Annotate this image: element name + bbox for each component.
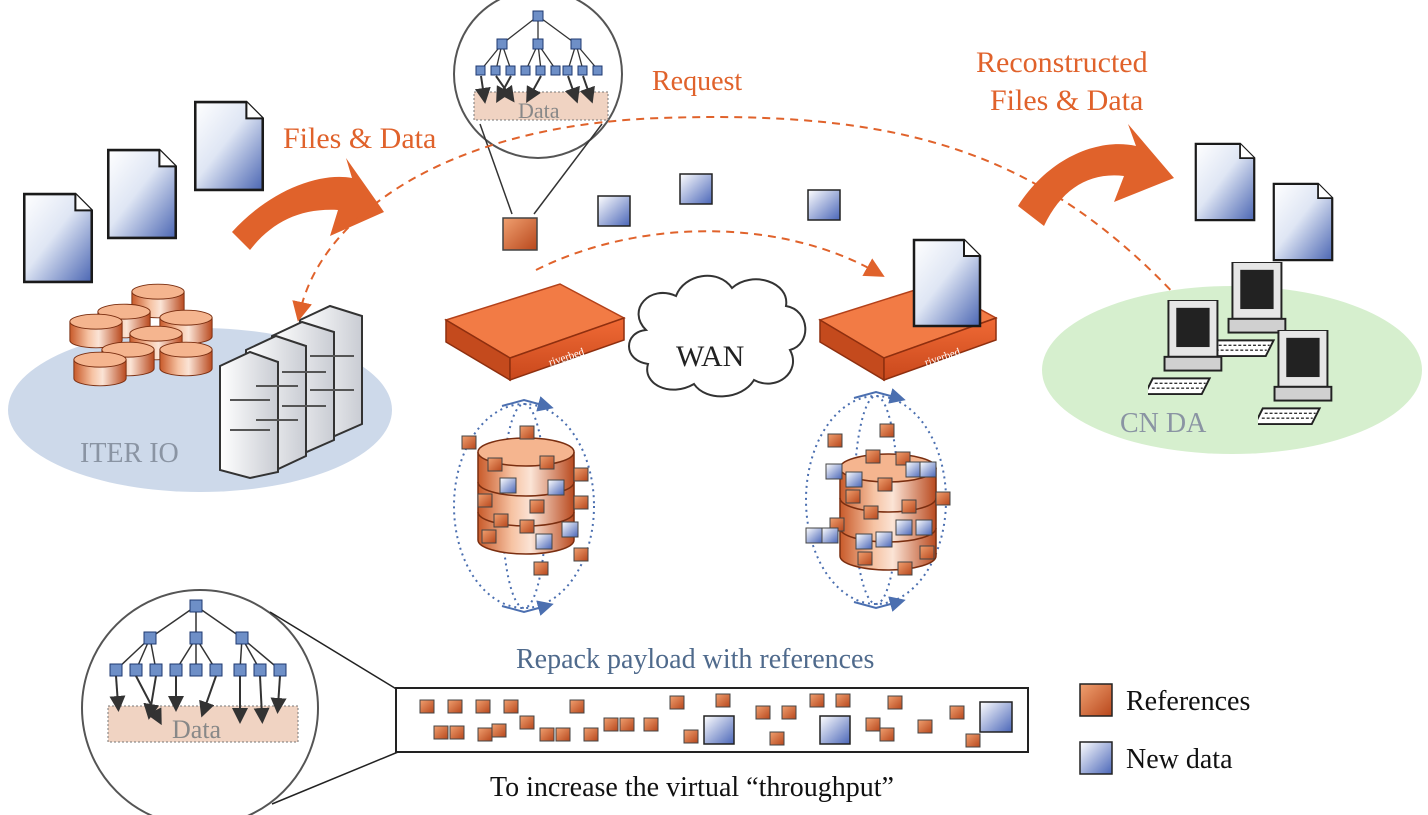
new-data-block bbox=[597, 195, 631, 227]
source-documents bbox=[22, 100, 265, 284]
payload-blocks bbox=[419, 693, 1013, 748]
tree-data-label-top: Data bbox=[518, 98, 560, 123]
new-data-block bbox=[807, 189, 841, 221]
reconstructed-arrow bbox=[1018, 124, 1174, 226]
database-icon bbox=[73, 351, 127, 387]
tree-nodes-top bbox=[475, 10, 603, 76]
tree-nodes-bottom bbox=[109, 599, 287, 677]
wan-label: WAN bbox=[676, 340, 744, 373]
legend: References New data bbox=[1079, 683, 1250, 775]
legend-references-swatch bbox=[1079, 683, 1113, 717]
files-data-arrow bbox=[232, 158, 384, 250]
document-icon bbox=[193, 100, 265, 192]
cn-da-label: CN DA bbox=[1120, 408, 1207, 439]
files-data-label: Files & Data bbox=[283, 122, 436, 155]
request-label: Request bbox=[652, 66, 742, 97]
document-icon bbox=[1272, 182, 1334, 262]
throughput-label: To increase the virtual “throughput” bbox=[490, 772, 894, 803]
server-rack-icon bbox=[219, 304, 363, 480]
database-cluster bbox=[69, 283, 213, 387]
repack-label: Repack payload with references bbox=[516, 644, 874, 675]
request-arc bbox=[292, 116, 1181, 322]
legend-new-data-swatch bbox=[1079, 741, 1113, 775]
cloud-icon bbox=[628, 274, 807, 398]
wan-optimizer-icon: riverbed bbox=[444, 283, 626, 382]
right-data-store bbox=[805, 388, 947, 612]
document-icon bbox=[912, 238, 982, 328]
document-icon bbox=[106, 148, 178, 240]
request-reference-block bbox=[502, 217, 538, 251]
legend-new-data-label: New data bbox=[1126, 744, 1233, 775]
appliance-arc bbox=[535, 230, 885, 277]
database-icon bbox=[159, 341, 213, 377]
tree-pointers-bottom bbox=[109, 675, 287, 726]
database-icon bbox=[69, 313, 123, 349]
document-icon bbox=[1194, 142, 1256, 222]
new-data-block bbox=[679, 173, 713, 205]
legend-references-label: References bbox=[1126, 686, 1250, 717]
reconstructed-label-line1: Reconstructed bbox=[976, 46, 1148, 79]
reconstructed-label-line2: Files & Data bbox=[990, 84, 1143, 117]
cn-da-ellipse bbox=[1042, 286, 1422, 454]
iter-io-label: ITER IO bbox=[80, 438, 179, 469]
tree-pointers-top bbox=[474, 75, 595, 104]
document-icon bbox=[22, 192, 94, 284]
tree-data-label-bottom: Data bbox=[172, 715, 222, 744]
store-blocks bbox=[461, 423, 951, 576]
